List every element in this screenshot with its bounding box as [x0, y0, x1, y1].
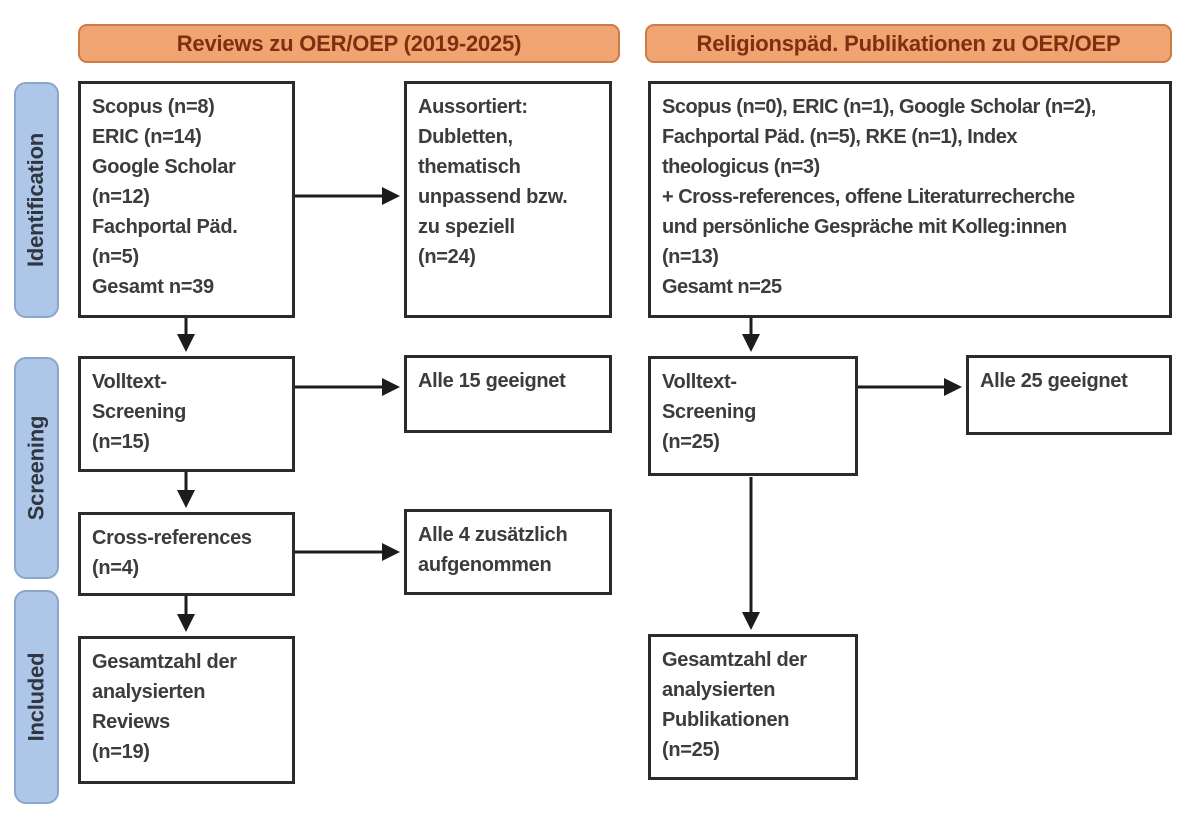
stage-label-included: Included: [14, 590, 59, 804]
box-line: Cross-references: [92, 527, 252, 549]
box-line: Publikationen: [662, 709, 790, 731]
box-line: Dubletten,: [418, 126, 513, 148]
box-line: analysierten: [92, 681, 206, 703]
box-relpaed-fulltext-result: Alle 25 geeignet: [966, 355, 1172, 435]
box-line: Google Scholar: [92, 156, 236, 178]
column-header-religionspaed-label: Religionspäd. Publikationen zu OER/OEP: [696, 30, 1121, 56]
stage-label-included-text: Included: [23, 652, 49, 742]
box-line: (n=19): [92, 741, 150, 763]
box-line: Aussortiert:: [418, 96, 528, 118]
box-line: Alle 25 geeignet: [980, 370, 1128, 392]
box-line: ERIC (n=14): [92, 126, 202, 148]
box-line: Volltext-: [662, 371, 737, 393]
box-line: (n=25): [662, 739, 720, 761]
box-line: Fachportal Päd. (n=5), RKE (n=1), Index: [662, 126, 1018, 148]
box-relpaed-fulltext-screening: Volltext- Screening (n=25): [648, 356, 858, 476]
box-line: (n=4): [92, 557, 139, 579]
column-header-reviews: Reviews zu OER/OEP (2019-2025): [78, 24, 620, 63]
box-line: + Cross-references, offene Literaturrech…: [662, 186, 1075, 208]
box-line: Scopus (n=0), ERIC (n=1), Google Scholar…: [662, 96, 1096, 118]
box-line: Screening: [92, 401, 186, 423]
column-header-reviews-label: Reviews zu OER/OEP (2019-2025): [176, 30, 522, 56]
box-review-total: Gesamtzahl der analysierten Reviews (n=1…: [78, 636, 295, 784]
box-review-fulltext-screening: Volltext- Screening (n=15): [78, 356, 295, 472]
box-line: (n=12): [92, 186, 150, 208]
stage-label-identification: Identification: [14, 82, 59, 318]
box-line: aufgenommen: [418, 554, 552, 576]
box-line: thematisch: [418, 156, 521, 178]
box-line: unpassend bzw.: [418, 186, 568, 208]
box-review-crossref: Cross-references (n=4): [78, 512, 295, 596]
box-line: Gesamt n=25: [662, 276, 782, 298]
box-relpaed-sources: Scopus (n=0), ERIC (n=1), Google Scholar…: [648, 81, 1172, 318]
box-line: Gesamt n=39: [92, 276, 214, 298]
box-review-excluded: Aussortiert: Dubletten, thematisch unpas…: [404, 81, 612, 318]
stage-label-screening: Screening: [14, 357, 59, 579]
box-line: Volltext-: [92, 371, 167, 393]
box-line: Fachportal Päd.: [92, 216, 238, 238]
box-review-fulltext-result: Alle 15 geeignet: [404, 355, 612, 433]
box-line: Reviews: [92, 711, 170, 733]
box-review-sources: Scopus (n=8) ERIC (n=14) Google Scholar …: [78, 81, 295, 318]
box-line: und persönliche Gespräche mit Kolleg:inn…: [662, 216, 1067, 238]
stage-label-screening-text: Screening: [23, 415, 49, 521]
box-line: (n=25): [662, 431, 720, 453]
box-line: analysierten: [662, 679, 776, 701]
box-line: (n=24): [418, 246, 476, 268]
column-header-religionspaed: Religionspäd. Publikationen zu OER/OEP: [645, 24, 1172, 63]
box-line: Scopus (n=8): [92, 96, 215, 118]
box-relpaed-total: Gesamtzahl der analysierten Publikatione…: [648, 634, 858, 780]
box-line: theologicus (n=3): [662, 156, 820, 178]
box-line: (n=5): [92, 246, 139, 268]
box-line: (n=15): [92, 431, 150, 453]
box-line: Gesamtzahl der: [662, 649, 807, 671]
box-line: (n=13): [662, 246, 719, 268]
stage-label-identification-text: Identification: [23, 132, 49, 268]
box-line: zu speziell: [418, 216, 515, 238]
box-line: Alle 15 geeignet: [418, 370, 566, 392]
box-review-crossref-result: Alle 4 zusätzlich aufgenommen: [404, 509, 612, 595]
box-line: Screening: [662, 401, 756, 423]
box-line: Alle 4 zusätzlich: [418, 524, 568, 546]
box-line: Gesamtzahl der: [92, 651, 237, 673]
